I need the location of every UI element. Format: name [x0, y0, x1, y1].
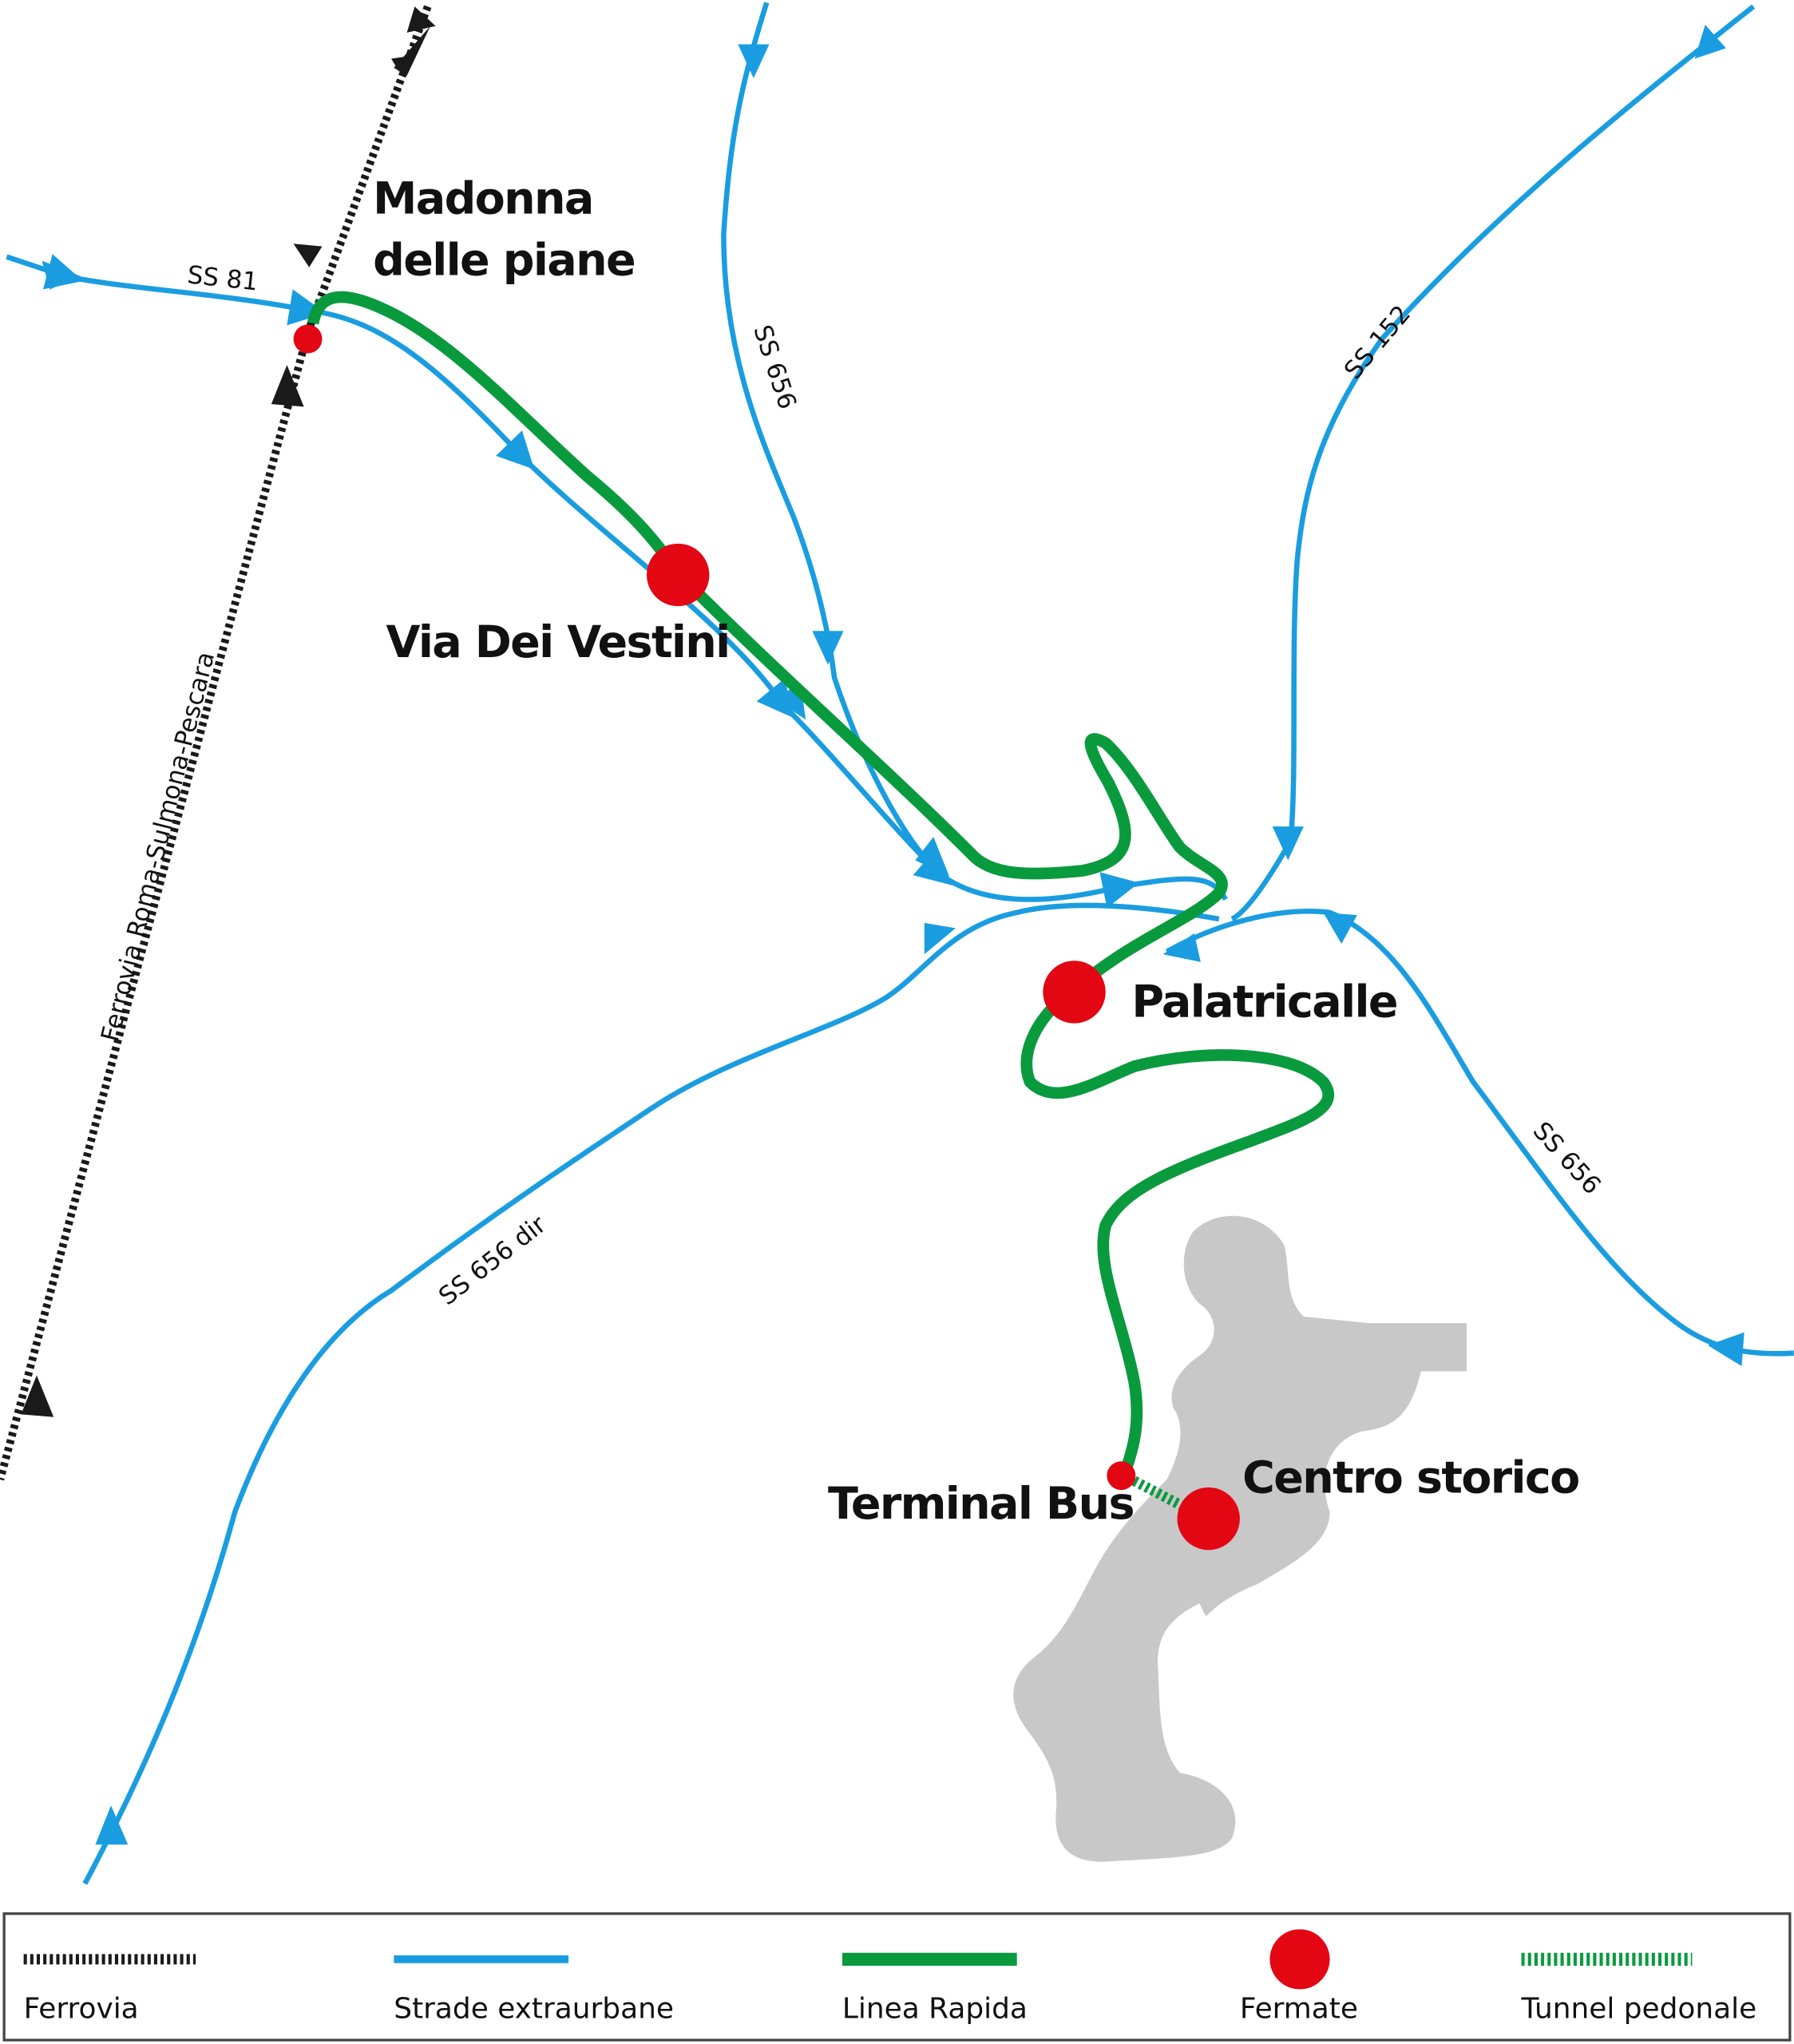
legend: Ferrovia Strade extraurbane Linea Rapida… — [2, 1912, 1792, 2042]
stop-palatricalle[interactable] — [1043, 961, 1106, 1024]
legend-label-tunnel: Tunnel pedonale — [1521, 1992, 1757, 2025]
label-ss656dir: SS 656 dir — [434, 1210, 552, 1312]
stop-terminal-bus[interactable] — [1107, 1461, 1136, 1491]
direction-arrows — [42, 25, 1744, 1845]
label-madonna-line2: delle piane — [373, 234, 635, 286]
road-ss656-east — [1165, 909, 1794, 1357]
label-ss656-north: SS 656 — [747, 322, 802, 413]
road-ss152 — [1230, 4, 1756, 921]
label-railway: Ferrovia Roma-Sulmona-Pescara — [96, 649, 220, 1044]
label-centro-storico: Centro storico — [1242, 1452, 1578, 1503]
label-madonna-line1: Madonna — [373, 173, 593, 225]
road-ss81 — [6, 254, 1228, 909]
railway-line — [0, 5, 436, 1481]
label-ss152: SS 152 — [1339, 300, 1416, 385]
legend-label-fermate: Fermate — [1240, 1992, 1358, 2025]
legend-label-linea-rapida: Linea Rapida — [842, 1992, 1028, 2025]
historic-center-area — [1013, 1215, 1467, 1862]
label-via-dei-vestini: Via Dei Vestini — [386, 616, 730, 668]
road-ss656-north — [721, 2, 941, 876]
stop-via-dei-vestini[interactable] — [647, 543, 710, 607]
stop-madonna[interactable] — [293, 324, 323, 354]
stop-dot-icon — [1269, 1929, 1330, 1990]
road-ss656dir — [82, 902, 1220, 1885]
legend-label-ferrovia: Ferrovia — [24, 1992, 139, 2025]
label-ss656-east: SS 656 — [1527, 1116, 1606, 1200]
legend-label-strade: Strade extraurbane — [394, 1992, 674, 2025]
stop-centro-storico[interactable] — [1177, 1487, 1240, 1551]
label-terminal-bus: Terminal Bus — [828, 1478, 1134, 1530]
roads — [6, 2, 1794, 1885]
label-palatricalle: Palatricalle — [1131, 976, 1397, 1028]
label-ss81: SS 81 — [186, 260, 259, 296]
